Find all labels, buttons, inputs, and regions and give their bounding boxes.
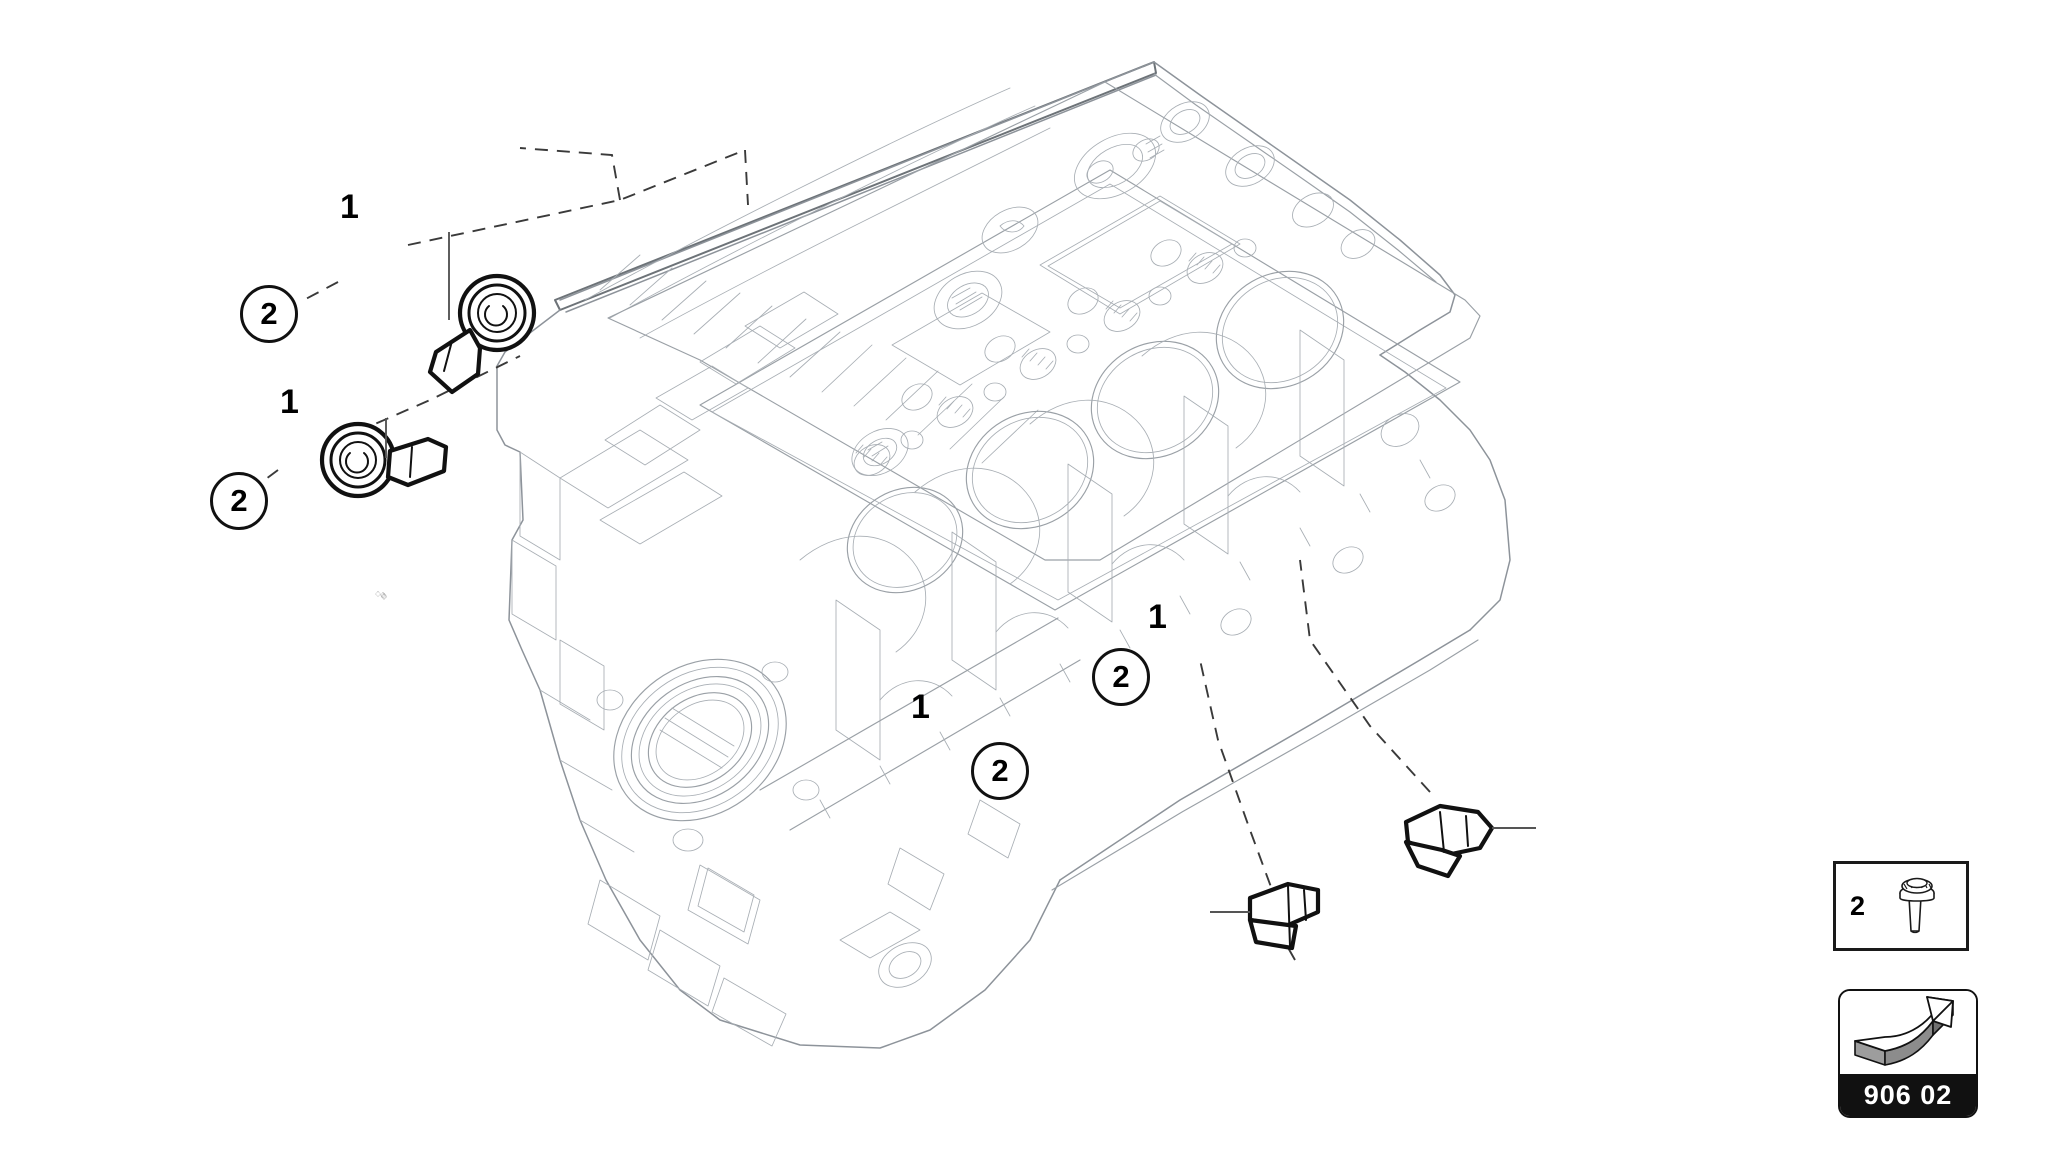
cylinder-bores — [846, 270, 1345, 594]
flange-bolt-icon — [1876, 873, 1966, 939]
head-bolt-bosses — [853, 238, 1257, 476]
knock-sensor-top-left — [427, 273, 537, 395]
callout-bolt-circle-4: 2 — [971, 742, 1029, 800]
knock-sensor-bottom-right — [1403, 803, 1495, 879]
cylinder-block-body — [261, 61, 1536, 1049]
knock-sensor-left-lower — [319, 421, 449, 499]
callout-part-label-1: 1 — [340, 188, 359, 226]
callout-bolt-circle-1: 2 — [240, 285, 298, 343]
part-leader-strokes — [385, 232, 1536, 913]
callout-part-label-4: 1 — [911, 688, 930, 726]
crankshaft-seal-bore — [613, 658, 787, 822]
reference-badge[interactable]: 906 02 — [1838, 989, 1978, 1118]
curved-3d-arrow-icon — [1840, 991, 1976, 1074]
legend-box-bolt: 2 — [1833, 861, 1969, 951]
legend-item-number: 2 — [1850, 890, 1866, 921]
leader-bolt-1 — [299, 281, 339, 303]
callout-part-label-2: 1 — [280, 383, 299, 421]
reference-code: 906 02 — [1840, 1074, 1976, 1116]
callout-bolt-circle-3: 2 — [1092, 648, 1150, 706]
deck-galleries — [851, 101, 1376, 476]
callout-part-label-3: 1 — [1148, 598, 1167, 636]
knock-sensor-bottom-center — [1247, 881, 1321, 951]
callout-bolt-circle-2: 2 — [210, 472, 268, 530]
